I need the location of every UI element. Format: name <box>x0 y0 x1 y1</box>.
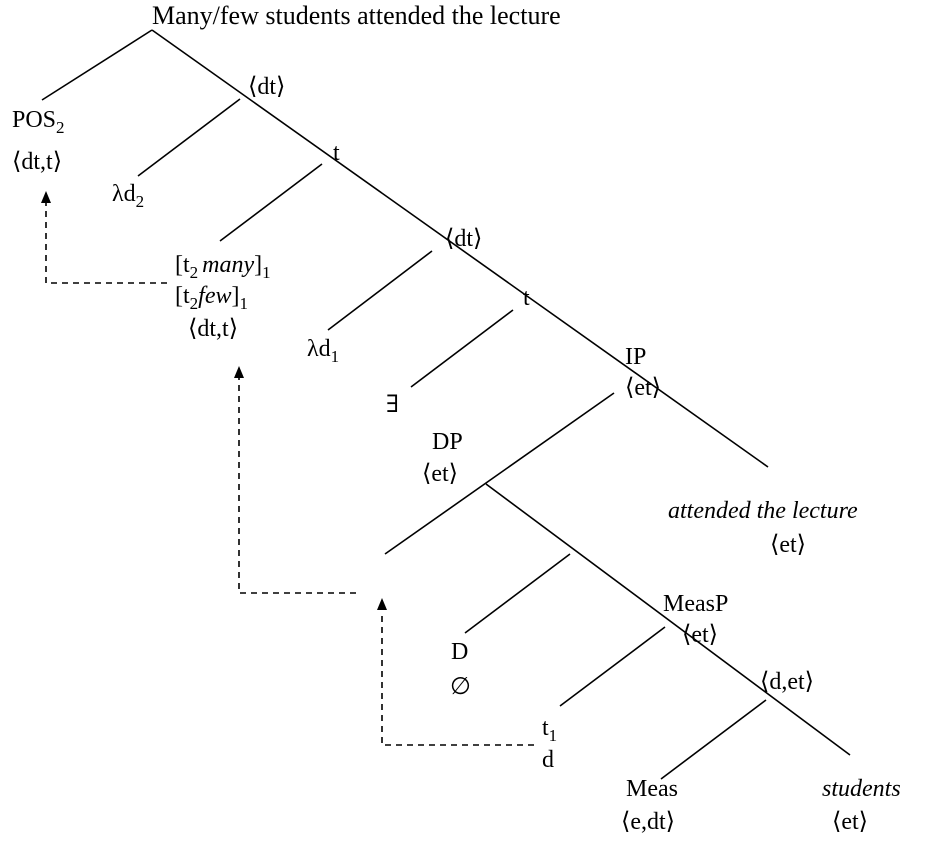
det-type-label: ⟨d,et⟩ <box>760 669 814 695</box>
quantifier-few-label: [t2few]1 <box>175 283 248 313</box>
edge-t1 <box>559 626 666 707</box>
measp-node-label: MeasP <box>663 591 728 617</box>
pos-movement-line <box>45 202 167 284</box>
vp-type-label: ⟨et⟩ <box>770 532 806 558</box>
students-label: students <box>822 776 901 802</box>
diagram-title: Many/few students attended the lecture <box>152 1 561 30</box>
ip-type-label: ⟨et⟩ <box>625 375 661 401</box>
edge-spine <box>151 29 769 468</box>
edge-exists <box>410 309 514 388</box>
tree-edges <box>41 29 851 780</box>
vp-label: attended the lecture <box>668 498 858 524</box>
edge-lambda-d2 <box>137 98 241 177</box>
meas-type-label: ⟨e,dt⟩ <box>621 809 675 835</box>
quantifier-type-label: ⟨dt,t⟩ <box>188 316 238 342</box>
t1-movement-arrowhead <box>377 598 387 610</box>
pos-node-label: POS2 <box>12 107 65 137</box>
exists-label: ∃ <box>386 392 399 418</box>
edge-ip-dp <box>384 392 615 555</box>
movement-arrows <box>41 191 534 746</box>
lambda-d2-label: λd2 <box>112 181 144 211</box>
edge-meas <box>660 699 767 780</box>
measp-type-label: ⟨et⟩ <box>682 622 718 648</box>
pos-movement-arrowhead <box>41 191 51 203</box>
t-node-label-lower: t <box>523 285 530 311</box>
t-node-label-upper: t <box>333 140 340 166</box>
students-type-label: ⟨et⟩ <box>832 809 868 835</box>
dp-type-label: ⟨et⟩ <box>422 461 458 487</box>
edge-quantifier-phrase <box>219 163 323 242</box>
edge-lambda-d1 <box>327 250 433 331</box>
pos-type-label: ⟨dt,t⟩ <box>12 149 62 175</box>
qp-movement-line <box>238 378 356 594</box>
edge-root-left <box>41 29 153 101</box>
dp-node-label: DP <box>432 429 463 455</box>
d-null-label: ∅ <box>450 674 471 700</box>
meas-node-label: Meas <box>626 776 678 802</box>
dt-node-label-upper: ⟨dt⟩ <box>248 74 285 100</box>
edge-dp-students <box>485 483 851 756</box>
lambda-d1-label: λd1 <box>307 336 339 366</box>
ip-node-label: IP <box>625 344 646 370</box>
t1-type-label: d <box>542 747 554 773</box>
dt-node-label-lower: ⟨dt⟩ <box>445 226 482 252</box>
d-node-label: D <box>451 639 468 665</box>
edge-d <box>464 553 571 634</box>
qp-movement-arrowhead <box>234 366 244 378</box>
t1-trace-label: t1 <box>542 715 557 745</box>
